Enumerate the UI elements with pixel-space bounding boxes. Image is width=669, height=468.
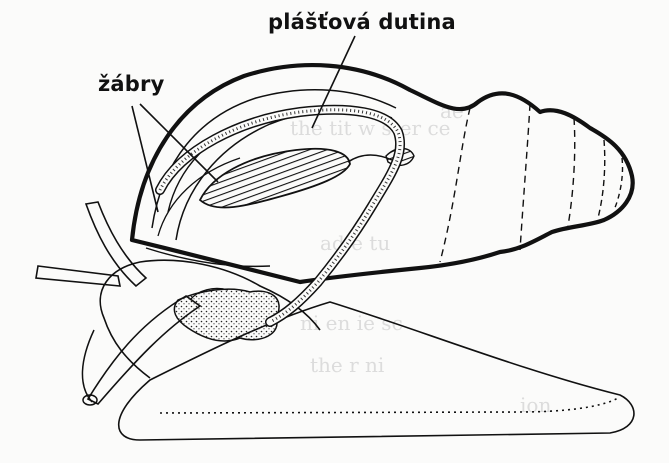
svg-text:the r ni: the r ni [310, 353, 384, 377]
gills-label: žábry [98, 72, 164, 96]
stippled-organ [174, 289, 279, 341]
svg-text:ion: ion [520, 393, 551, 417]
svg-text:the tit w ster ce: the tit w ster ce [290, 116, 451, 140]
background-bleed-text: ae the tit w ster ce ad e tu ni en ie sc… [290, 99, 551, 417]
gill [200, 149, 350, 208]
mantle-cavity-label: plášťová dutina [268, 10, 456, 34]
left-tentacle [36, 266, 120, 286]
